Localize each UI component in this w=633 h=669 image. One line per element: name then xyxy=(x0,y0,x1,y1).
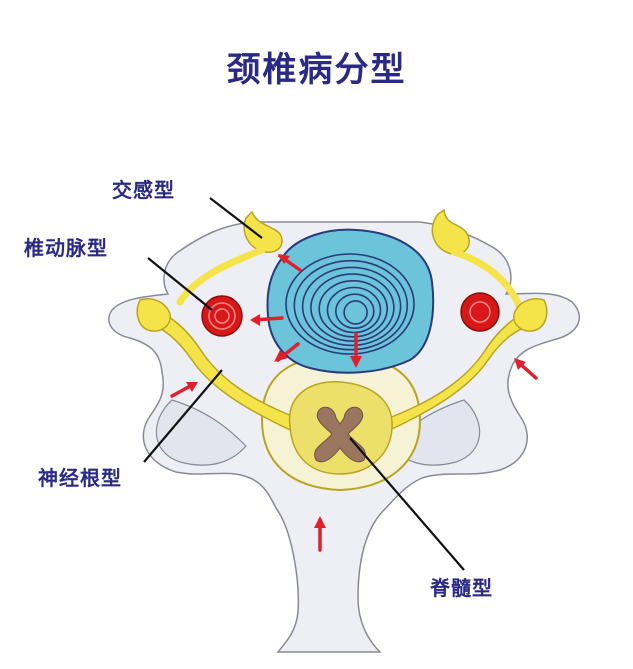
disc-ring xyxy=(334,293,375,330)
left-sympathetic-ganglion xyxy=(243,210,283,253)
disc-ring xyxy=(326,286,382,334)
right-vertebral-artery xyxy=(460,292,500,332)
arrow-to-cord-from-disc xyxy=(350,332,362,368)
spinal-cord xyxy=(288,381,393,475)
label-sympathetic-type: 交感型 xyxy=(112,178,175,202)
left-sympathetic-trunk xyxy=(176,246,266,306)
disc-lamellae xyxy=(285,253,415,355)
left-facet xyxy=(155,399,247,466)
disc-ring xyxy=(343,300,368,325)
leader-vertebral xyxy=(147,257,213,311)
leader-nerve-root xyxy=(143,369,223,463)
disc-ring xyxy=(285,253,415,355)
disc-ring xyxy=(318,279,389,338)
disc-ring xyxy=(293,259,409,351)
leader-lines xyxy=(143,197,465,571)
arrow-right-lateral xyxy=(514,358,538,380)
right-sympathetic-trunk xyxy=(450,248,524,312)
leader-spinal-cord xyxy=(349,437,465,571)
disc-ring xyxy=(301,266,402,347)
diagram-title: 颈椎病分型 xyxy=(226,50,407,90)
intervertebral-disc xyxy=(266,228,435,374)
arrow-left-lateral xyxy=(170,382,198,398)
leader-sympathetic xyxy=(209,197,263,239)
arrow-from-spinous xyxy=(314,516,326,552)
label-nerve-root-type: 神经根型 xyxy=(38,466,122,490)
gray-matter xyxy=(314,406,366,463)
left-vertebral-artery xyxy=(201,295,243,337)
label-spinal-cord-type: 脊髓型 xyxy=(430,576,493,600)
right-sympathetic-ganglion xyxy=(431,208,470,255)
left-nerve-stub xyxy=(136,298,171,332)
arrow-to-sympathetic xyxy=(278,254,302,272)
arrow-to-left-nerve xyxy=(274,342,300,362)
disc-ring xyxy=(310,273,395,342)
right-nerve-stub xyxy=(513,298,548,332)
arrow-to-left-artery xyxy=(250,314,284,326)
compression-arrows xyxy=(170,254,538,552)
label-vertebral-artery-type: 椎动脉型 xyxy=(24,236,108,260)
